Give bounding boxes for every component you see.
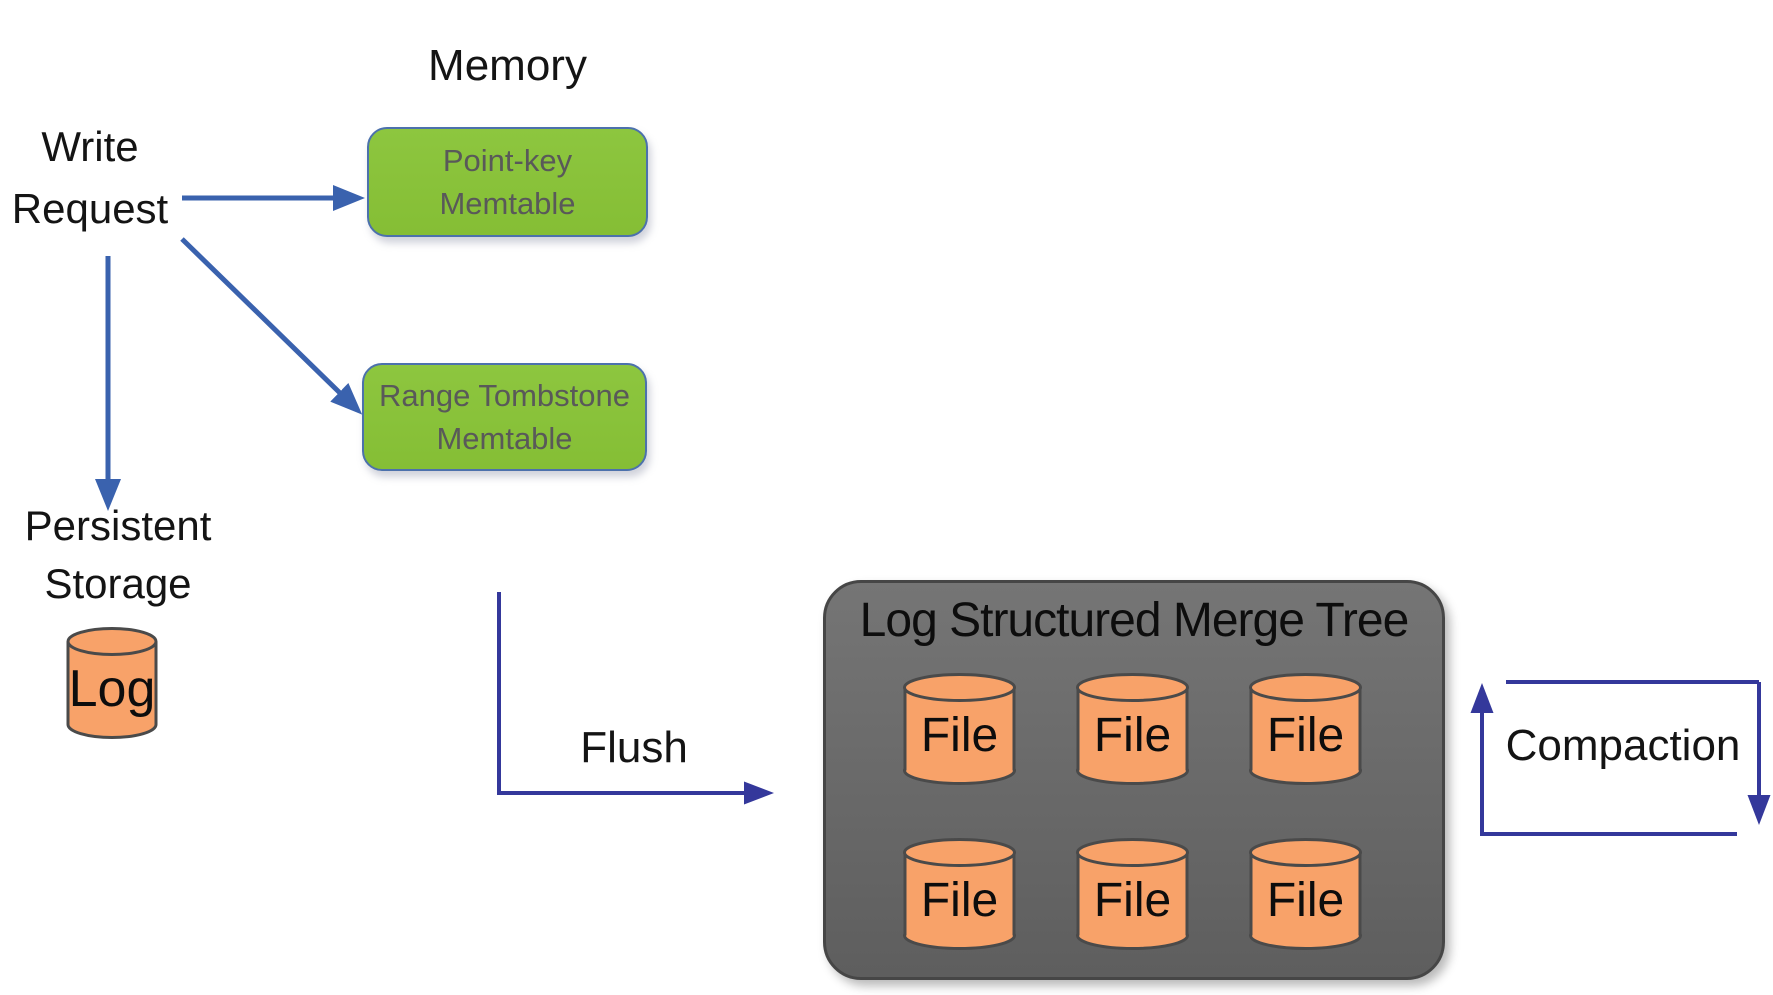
file-cell: File	[1076, 838, 1189, 950]
cylinder-top-ellipse	[1249, 673, 1362, 702]
persistent-storage-line1: Persistent	[24, 502, 212, 549]
file-label: File	[1266, 873, 1345, 927]
file-cylinder	[1076, 673, 1189, 785]
file-cell: File	[1249, 673, 1362, 785]
persistent-storage-label: Persistent Storage	[8, 497, 228, 613]
flush-arrow	[497, 592, 774, 805]
flush-label: Flush	[580, 723, 688, 772]
range-tombstone-memtable-line1: Range Tombstone	[378, 378, 631, 413]
write-request-line1: Write	[41, 123, 139, 170]
cylinder-top-ellipse	[1249, 838, 1362, 867]
write-request-line2: Request	[11, 185, 169, 232]
cylinder-top-ellipse	[1076, 838, 1189, 867]
file-label: File	[1093, 708, 1172, 762]
file-cell: File	[903, 673, 1016, 785]
file-cell: File	[1249, 838, 1362, 950]
file-cylinder	[1076, 838, 1189, 950]
range-tombstone-memtable-line2: Memtable	[436, 421, 573, 456]
compaction-label: Compaction	[1505, 721, 1741, 770]
file-label: File	[920, 873, 999, 927]
write-request-label: Write Request	[0, 116, 180, 240]
point-key-memtable-line2: Memtable	[439, 186, 576, 221]
file-label: File	[1093, 873, 1172, 927]
cylinder-top-ellipse	[1076, 673, 1189, 702]
file-cell: File	[1076, 673, 1189, 785]
lsm-tree-title: Log Structured Merge Tree	[859, 594, 1410, 647]
point-key-memtable-line1: Point-key	[442, 143, 573, 178]
file-cylinder	[1249, 838, 1362, 950]
persistent-storage-line2: Storage	[44, 560, 192, 607]
log-cylinder-cell: Log	[66, 627, 158, 739]
range-tombstone-memtable-box: Range Tombstone Memtable	[362, 363, 647, 471]
file-cylinder	[903, 673, 1016, 785]
file-label: File	[920, 708, 999, 762]
cylinder-top-ellipse	[903, 838, 1016, 867]
file-label: File	[1266, 708, 1345, 762]
point-key-memtable-box: Point-key Memtable	[367, 127, 648, 237]
file-cylinder	[1249, 673, 1362, 785]
memory-label: Memory	[428, 41, 587, 90]
file-cell: File	[903, 838, 1016, 950]
file-cylinder	[903, 838, 1016, 950]
cylinder-top-ellipse	[903, 673, 1016, 702]
log-cylinder	[66, 627, 158, 739]
cylinder-top-ellipse	[66, 627, 158, 656]
write-to-range-arrow	[180, 237, 363, 415]
lsm-tree-box: Log Structured Merge Tree File File	[823, 580, 1445, 980]
log-label: Log	[68, 660, 156, 718]
